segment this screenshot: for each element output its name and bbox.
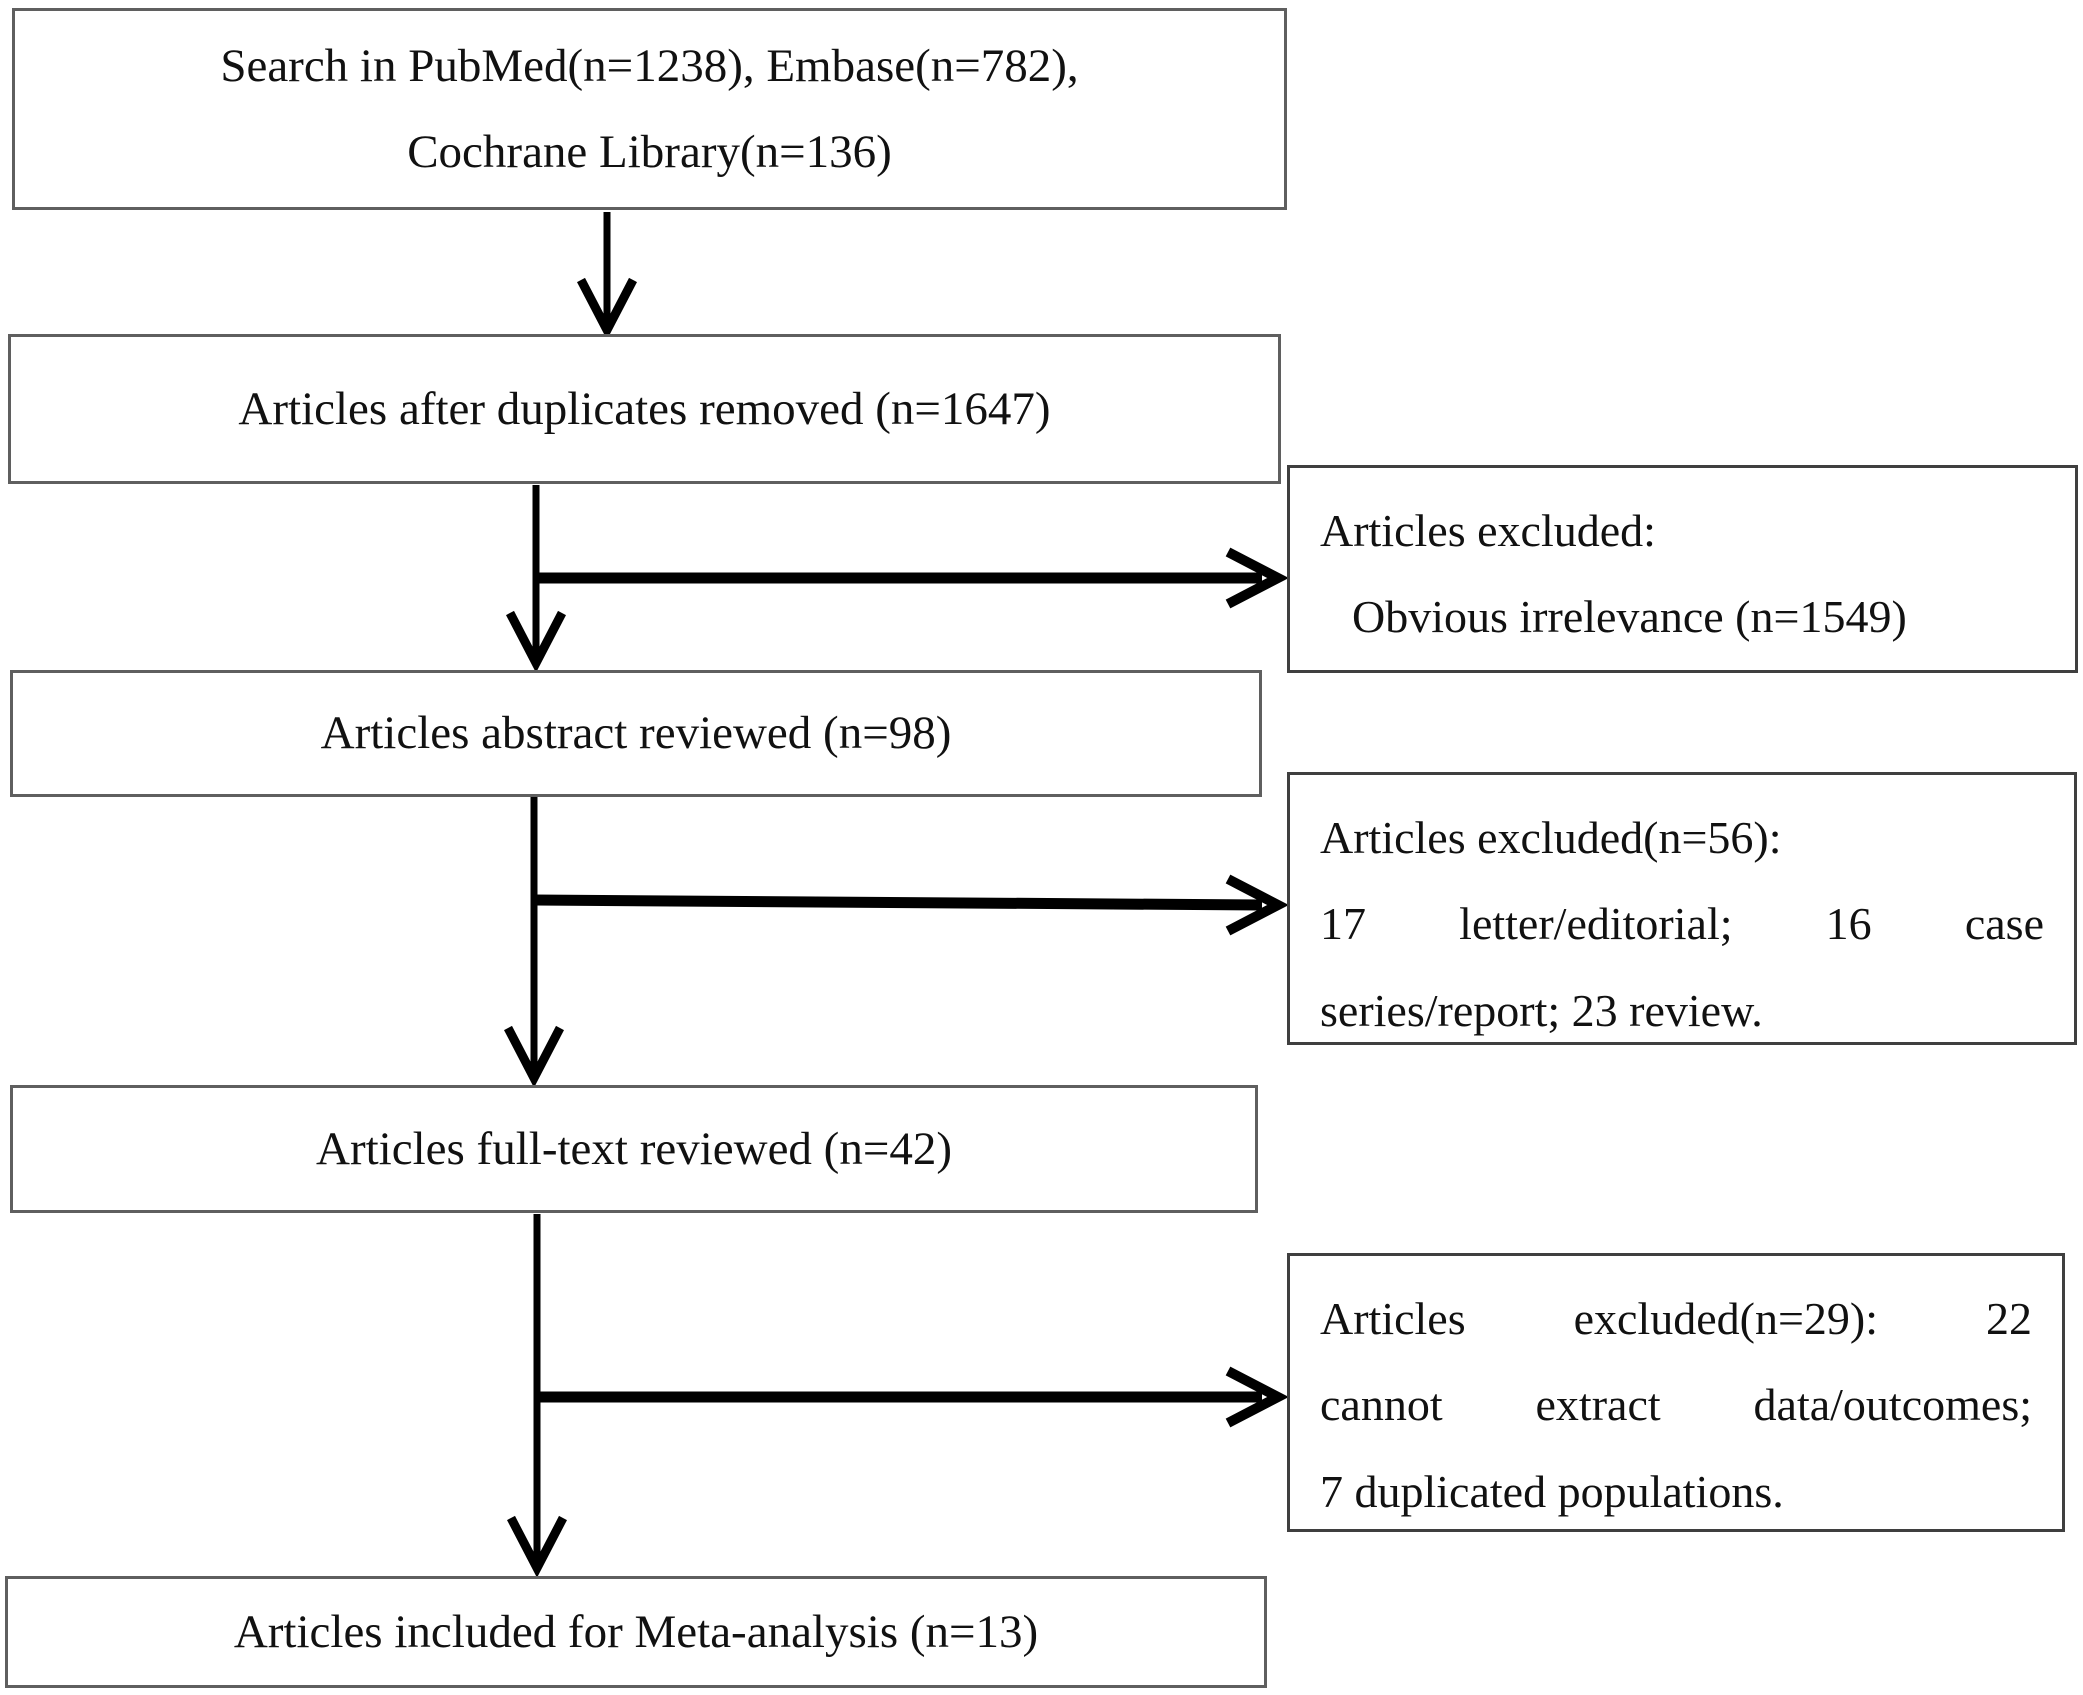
box-excluded-irrelevance: Articles excluded: Obvious irrelevance (… xyxy=(1287,465,2078,673)
arrow-search-to-duplicates xyxy=(577,212,637,340)
box-abstract-reviewed: Articles abstract reviewed (n=98) xyxy=(10,670,1262,797)
excluded-fulltext-line1: Articles excluded(n=29): 22 xyxy=(1320,1293,2032,1344)
excluded-fulltext-line3: 7 duplicated populations. xyxy=(1320,1465,1784,1517)
arrow-fulltext-to-included xyxy=(507,1214,567,1578)
box-search-sources-line1: Search in PubMed(n=1238), Embase(n=782), xyxy=(220,39,1079,92)
excluded-abstract-line1: Articles excluded(n=56): xyxy=(1320,812,1782,863)
excluded-abstract-line3: series/report; 23 review. xyxy=(1320,984,1763,1036)
box-search-sources-line2: Cochrane Library(n=136) xyxy=(407,126,892,178)
arrow-abstract-to-excluded-abstract xyxy=(533,874,1289,936)
box-included-meta-analysis: Articles included for Meta-analysis (n=1… xyxy=(5,1576,1267,1688)
excluded-irrelevance-line1: Articles excluded: xyxy=(1320,505,1656,556)
box-abstract-reviewed-text: Articles abstract reviewed (n=98) xyxy=(320,707,952,760)
arrow-duplicates-to-excluded-irrelevance xyxy=(536,547,1289,609)
arrow-fulltext-to-excluded-fulltext xyxy=(537,1366,1289,1428)
box-search-sources: Search in PubMed(n=1238), Embase(n=782),… xyxy=(12,8,1287,210)
box-excluded-abstract: Articles excluded(n=56): 17 letter/edito… xyxy=(1287,772,2077,1045)
arrow-abstract-to-fulltext xyxy=(504,797,564,1088)
box-excluded-fulltext: Articles excluded(n=29): 22 cannot extra… xyxy=(1287,1253,2065,1532)
box-included-meta-analysis-text: Articles included for Meta-analysis (n=1… xyxy=(233,1605,1039,1658)
excluded-irrelevance-line2: Obvious irrelevance (n=1549) xyxy=(1352,591,1907,643)
box-duplicates-removed: Articles after duplicates removed (n=164… xyxy=(8,334,1281,484)
box-duplicates-removed-text: Articles after duplicates removed (n=164… xyxy=(238,382,1051,435)
box-fulltext-reviewed-text: Articles full-text reviewed (n=42) xyxy=(316,1122,952,1175)
excluded-fulltext-line2: cannot extract data/outcomes; xyxy=(1320,1379,2032,1431)
arrow-duplicates-to-abstract xyxy=(506,485,566,673)
box-fulltext-reviewed: Articles full-text reviewed (n=42) xyxy=(10,1085,1258,1213)
excluded-abstract-line2: 17 letter/editorial; 16 case xyxy=(1320,898,2044,950)
